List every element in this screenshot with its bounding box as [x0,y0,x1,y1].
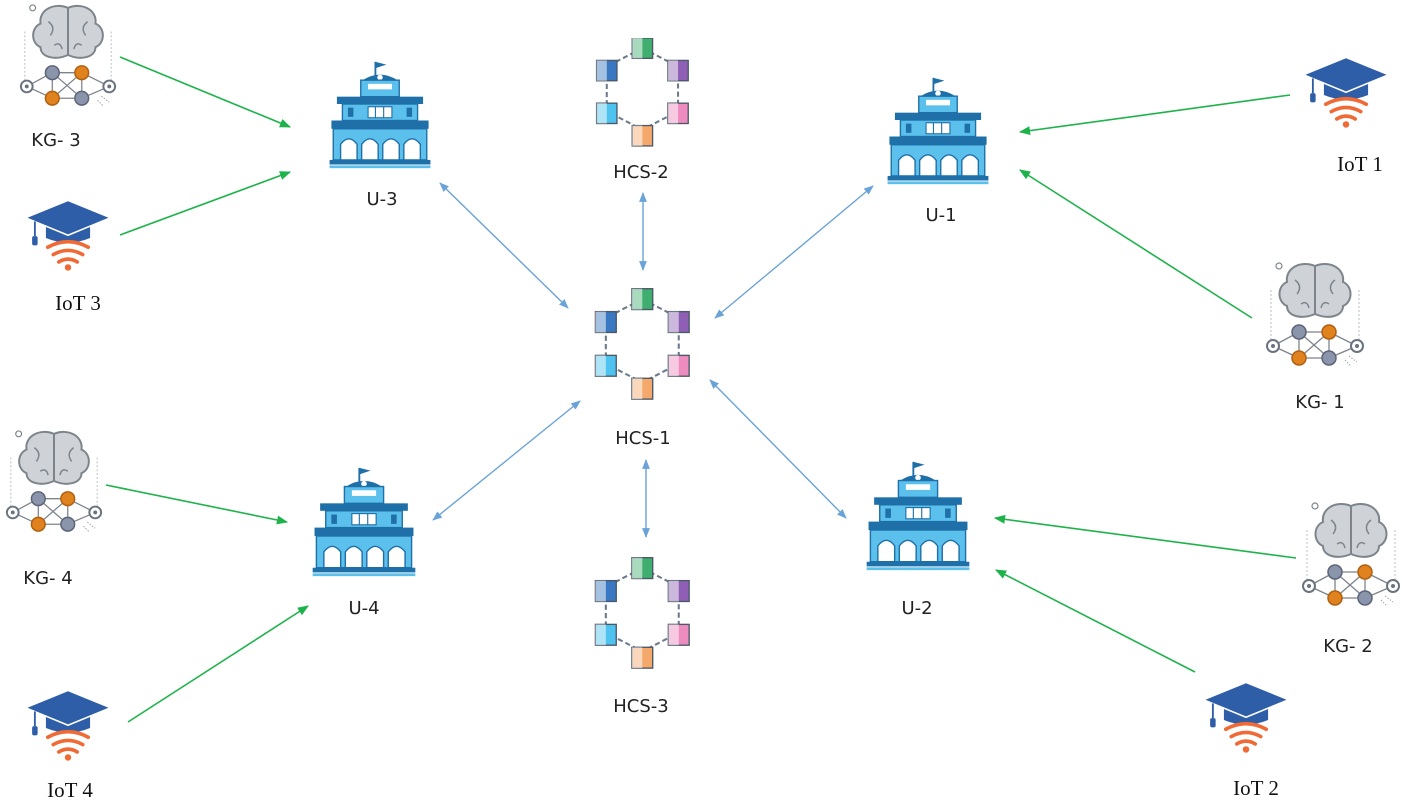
node-label: HCS-1 [615,428,670,449]
node-label: U-4 [348,598,379,619]
iot-cap-icon [1303,56,1389,130]
edge-u4-hcs1 [432,400,581,521]
university-icon [311,466,417,578]
edge-kg3-u3 [119,56,292,128]
node-label: KG- 1 [1295,392,1344,413]
edge-iot4-u4 [127,605,309,723]
university-icon [886,76,990,186]
edge-iot1-u1 [1018,94,1291,136]
node-label: HCS-2 [613,162,668,183]
university-icon [865,460,971,572]
knowledge-graph-icon [19,3,117,108]
edge-iot2-u2 [995,569,1196,673]
node-label: IoT 1 [1337,152,1383,176]
iot-cap-icon [1203,681,1289,755]
edge-kg4-u4 [105,484,289,525]
edge-kg2-u2 [993,514,1297,559]
node-label: KG- 2 [1323,636,1372,657]
knowledge-graph-icon [5,429,103,534]
node-iot4[interactable]: IoT 4 [25,689,111,800]
university-icon [328,60,432,170]
node-hcs2[interactable]: HCS-2 [595,38,690,183]
node-label: U-2 [901,598,932,619]
node-u3[interactable]: U-3 [328,60,432,210]
node-kg3[interactable]: KG- 3 [19,3,117,151]
knowledge-graph-icon [1301,501,1401,608]
node-iot3[interactable]: IoT 3 [25,199,111,315]
edge-u1-hcs1 [714,185,874,319]
node-label: IoT 4 [47,778,93,800]
node-hcs1[interactable]: HCS-1 [594,287,691,449]
node-u2[interactable]: U-2 [865,460,971,619]
node-label: KG- 3 [31,130,80,151]
node-label: IoT 3 [55,291,101,315]
node-u1[interactable]: U-1 [886,76,990,226]
edges [105,56,1297,723]
node-iot1[interactable]: IoT 1 [1303,56,1389,176]
node-u4[interactable]: U-4 [311,466,417,619]
knowledge-graph-icon [1265,261,1365,368]
iot-cap-icon [25,689,111,763]
node-label: HCS-3 [613,696,668,717]
node-kg4[interactable]: KG- 4 [5,429,103,589]
iot-cap-icon [25,199,111,273]
edge-kg1-u1 [1019,169,1253,319]
node-label: KG- 4 [23,568,72,589]
node-label: U-1 [925,205,956,226]
edge-iot3-u3 [119,171,292,236]
node-kg1[interactable]: KG- 1 [1265,261,1365,413]
node-hcs3[interactable]: HCS-3 [594,556,691,717]
node-label: U-3 [366,189,397,210]
node-iot2[interactable]: IoT 2 [1203,681,1289,800]
edge-u2-hcs1 [709,379,847,519]
node-kg2[interactable]: KG- 2 [1301,501,1401,657]
edge-u3-hcs1 [439,182,569,309]
node-label: IoT 2 [1233,776,1279,800]
blockchain-icon [595,38,690,147]
blockchain-icon [594,287,691,401]
blockchain-icon [594,556,691,670]
